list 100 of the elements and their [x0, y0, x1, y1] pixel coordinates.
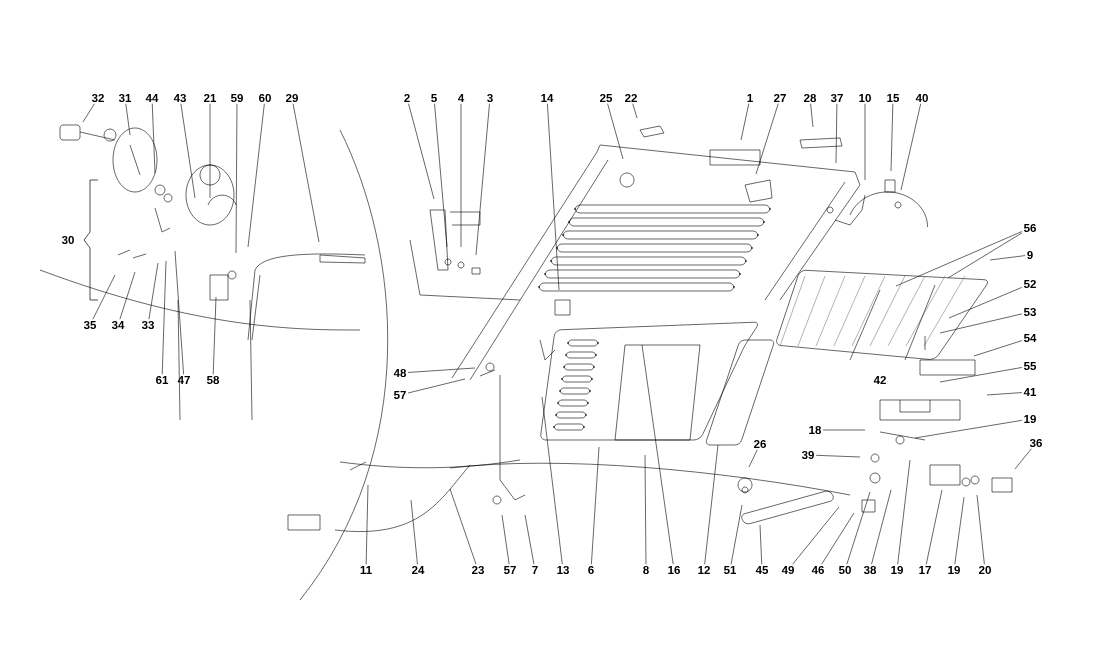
- callout-number: 34: [111, 320, 125, 330]
- leader-line: [212, 296, 217, 375]
- callout-number: 36: [1029, 438, 1042, 448]
- leader-line: [524, 514, 535, 565]
- callout-number: 43: [173, 93, 186, 103]
- leader-line: [434, 103, 448, 248]
- callout-number: 10: [859, 93, 871, 103]
- leader-line: [740, 103, 750, 141]
- callout-number: 3: [487, 93, 493, 103]
- callout-number: 57: [393, 391, 406, 399]
- leader-line: [125, 103, 131, 136]
- leader-line: [407, 367, 476, 373]
- callout-number: 40: [915, 93, 928, 103]
- leader-line: [449, 488, 477, 565]
- callout-number: 6: [588, 565, 594, 575]
- leader-line: [547, 103, 560, 291]
- callout-number: 19: [948, 565, 960, 575]
- callout-number: 28: [804, 93, 817, 103]
- leader-line: [180, 103, 196, 199]
- leader-line: [591, 446, 600, 565]
- leader-line: [119, 271, 136, 320]
- leader-line: [939, 367, 1023, 383]
- leader-line: [939, 313, 1023, 334]
- leader-line: [890, 103, 894, 172]
- leader-line: [925, 489, 943, 565]
- callout-number: 61: [156, 375, 169, 385]
- leader-line: [947, 232, 1023, 279]
- callout-number: 42: [873, 376, 886, 384]
- leader-line: [835, 103, 838, 164]
- callout-number: 24: [412, 566, 425, 574]
- callout-number: 22: [625, 94, 637, 102]
- leader-line: [632, 103, 638, 119]
- callout-number: 56: [1023, 223, 1036, 233]
- callout-number: 12: [698, 566, 710, 574]
- leader-line: [821, 512, 855, 565]
- callout-number: 60: [259, 93, 271, 103]
- leader-line: [460, 103, 462, 248]
- leader-line: [209, 103, 211, 199]
- callout-number: 18: [809, 425, 822, 435]
- leader-line: [864, 103, 866, 181]
- callout-number: 17: [919, 566, 931, 574]
- leader-line: [475, 103, 490, 256]
- leader-line: [897, 459, 911, 565]
- callout-number: 21: [204, 94, 217, 102]
- leader-line: [822, 429, 866, 431]
- leader-line: [82, 103, 95, 123]
- callout-number: 30: [61, 235, 74, 245]
- leader-line: [704, 444, 719, 565]
- leader-line: [914, 420, 1023, 439]
- callout-number: 1: [747, 94, 753, 102]
- callout-number: 48: [393, 368, 407, 378]
- callout-number: 4: [458, 94, 465, 102]
- callout-number: 37: [830, 93, 843, 103]
- callout-number: 53: [1023, 307, 1036, 317]
- leader-line: [986, 392, 1023, 396]
- leader-line: [92, 274, 116, 320]
- callout-number: 11: [360, 566, 372, 574]
- leader-line: [948, 287, 1023, 319]
- leader-line: [151, 103, 156, 174]
- leader-line: [989, 255, 1026, 261]
- callout-number: 35: [83, 320, 97, 330]
- callout-number: 26: [754, 439, 766, 449]
- callout-number: 51: [723, 566, 737, 574]
- callout-number: 55: [1023, 362, 1037, 370]
- callout-number: 9: [1027, 250, 1033, 260]
- leader-line: [871, 489, 892, 565]
- leader-line: [815, 455, 861, 458]
- callout-number: 57: [503, 566, 516, 574]
- leader-line: [900, 103, 921, 191]
- callout-number: 44: [145, 94, 159, 102]
- leader-line: [810, 103, 814, 128]
- callout-number: 50: [838, 565, 851, 575]
- callout-number: 38: [863, 565, 877, 575]
- callout-number: 41: [1023, 388, 1037, 396]
- leader-line: [235, 103, 238, 254]
- callout-number: 20: [979, 565, 991, 575]
- leader-line: [759, 524, 763, 565]
- leader-line: [973, 340, 1023, 357]
- callout-number: 19: [1024, 414, 1036, 424]
- leader-line: [410, 499, 418, 565]
- leader-line: [755, 103, 779, 175]
- callout-number: 16: [668, 565, 680, 575]
- callout-number: 15: [887, 94, 900, 102]
- leader-line: [501, 514, 510, 565]
- callout-number: 47: [177, 376, 190, 384]
- leader-line: [407, 378, 466, 394]
- leader-line: [954, 496, 965, 565]
- callout-number: 23: [472, 565, 484, 575]
- leader-line: [748, 449, 758, 468]
- leader-line: [730, 504, 743, 565]
- callout-number: 7: [532, 566, 538, 574]
- leader-line: [895, 231, 1023, 287]
- callout-number: 59: [231, 93, 243, 103]
- callout-number: 14: [541, 94, 554, 102]
- leader-line: [976, 494, 985, 565]
- leader-line: [161, 260, 167, 375]
- callout-number: 46: [811, 565, 824, 575]
- callout-number: 19: [891, 565, 903, 575]
- callout-number: 45: [755, 566, 769, 574]
- callout-number: 5: [431, 94, 437, 102]
